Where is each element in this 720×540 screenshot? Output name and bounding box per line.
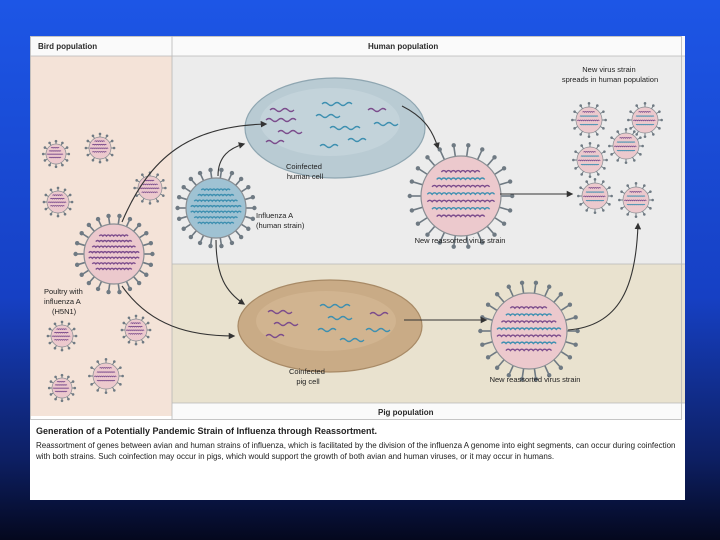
human-population-header: Human population xyxy=(368,42,438,51)
pig-cell-icon xyxy=(238,280,422,372)
figure-caption: Generation of a Potentially Pandemic Str… xyxy=(36,426,676,462)
new-reassorted-bottom-label: New reassorted virus strain xyxy=(490,375,581,384)
coinfected-human-cell-label: Coinfected human cell xyxy=(286,162,324,181)
slide: Bird population Human population Pig pop… xyxy=(30,36,685,500)
new-reassorted-top-label: New reassorted virus strain xyxy=(415,236,506,245)
header-strip xyxy=(30,36,685,56)
caption-body: Reassortment of genes between avian and … xyxy=(36,440,676,462)
bird-population-header: Bird population xyxy=(38,42,97,51)
human-cell-icon xyxy=(245,78,425,178)
reassortment-diagram: Bird population Human population Pig pop… xyxy=(30,36,685,426)
pig-population-header: Pig population xyxy=(378,408,434,417)
caption-title: Generation of a Potentially Pandemic Str… xyxy=(36,426,676,436)
